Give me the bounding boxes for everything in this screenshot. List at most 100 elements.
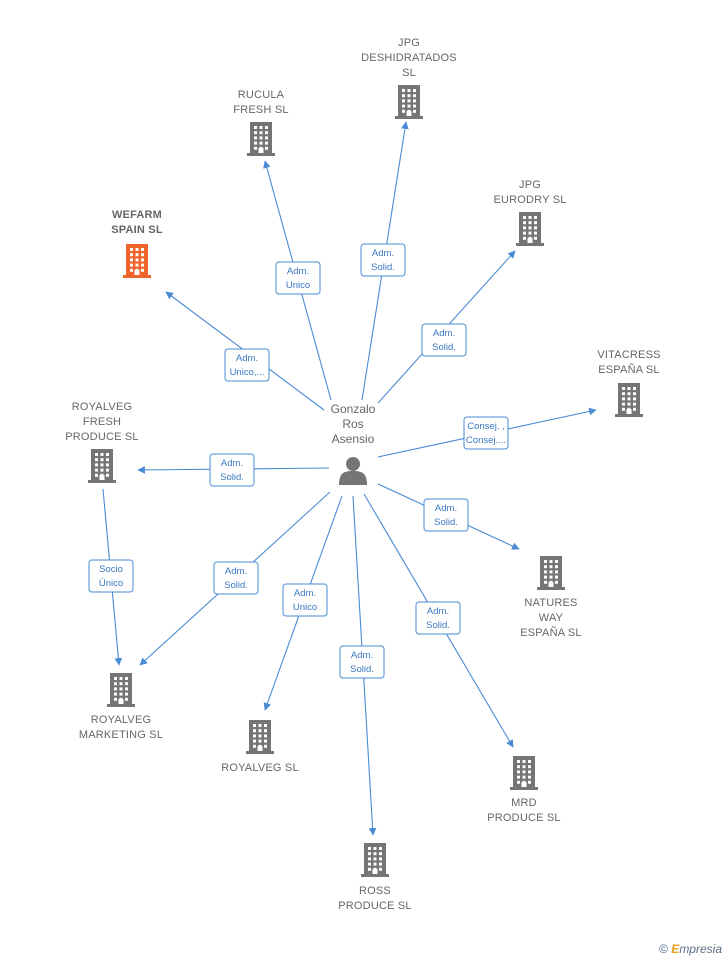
- person-label: Ros: [342, 417, 363, 431]
- company-node-royalveg-marketing[interactable]: ROYALVEG MARKETING SL: [79, 673, 163, 741]
- brand-initial: E: [671, 942, 680, 956]
- company-label: WEFARM: [112, 209, 162, 221]
- edge-label-text: Solid.: [434, 517, 458, 528]
- company-label: ROYALVEG: [91, 714, 152, 726]
- company-label: JPG: [398, 37, 420, 49]
- edge-label-text: Adm.: [372, 248, 394, 259]
- edge-label-text: Solid.: [224, 580, 248, 591]
- edge-label-text: Adm.: [225, 566, 247, 577]
- edge-label-text: Solid.: [220, 472, 244, 483]
- edge-label-text: Solid.: [432, 342, 456, 353]
- edge-label-box: [275, 261, 321, 295]
- company-node-ross[interactable]: ROSS PRODUCE SL: [338, 843, 412, 912]
- edge-label-box: [88, 559, 134, 593]
- company-node-wefarm[interactable]: WEFARM SPAIN SL: [111, 209, 163, 278]
- company-label: FRESH: [83, 416, 121, 428]
- edge-label-text: Solid.: [371, 262, 395, 273]
- edge-label-text: Consej. ,: [467, 421, 505, 432]
- edge-label-box: [463, 416, 509, 450]
- edge-label-box: [209, 453, 255, 487]
- edge-label-wefarm[interactable]: Adm. Unico,...: [224, 348, 270, 382]
- edge-label-box: [421, 323, 467, 357]
- edge-label-text: Adm.: [435, 503, 457, 514]
- building-icon: [107, 673, 135, 707]
- edge-label-jpg-eurodry[interactable]: Adm. Solid.: [421, 323, 467, 357]
- edge-label-ross[interactable]: Adm.Solid.: [339, 645, 385, 679]
- company-label: DESHIDRATADOS: [361, 52, 457, 64]
- edge-label-box: [339, 645, 385, 679]
- company-node-natures-way[interactable]: NATURES WAY ESPAÑA SL: [520, 556, 582, 639]
- edge-labels-layer: Adm.UnicoAdm.Solid.Adm.Solid.Adm.Unico,.…: [88, 243, 509, 679]
- company-node-royalveg-fresh[interactable]: ROYALVEG FRESH PRODUCE SL: [65, 401, 139, 483]
- edge-label-box: [415, 601, 461, 635]
- edge-label-text: Adm.: [236, 353, 258, 364]
- company-label: ROYALVEG SL: [221, 762, 299, 774]
- company-node-vitacress[interactable]: VITACRESS ESPAÑA SL: [597, 349, 660, 417]
- building-icon: [615, 383, 643, 417]
- edge-label-text: Unico: [286, 280, 310, 291]
- edge-label-rucula[interactable]: Adm. Unico: [275, 261, 321, 295]
- company-label: FRESH SL: [233, 104, 288, 116]
- edge-label-royalveg-marketing[interactable]: Adm. Solid.: [213, 561, 259, 595]
- edge-label-text: Socio: [99, 564, 123, 575]
- company-label: RUCULA: [238, 89, 285, 101]
- company-label: JPG: [519, 179, 541, 191]
- company-label: PRODUCE SL: [487, 812, 561, 824]
- company-node-mrd[interactable]: MRD PRODUCE SL: [487, 756, 561, 824]
- edge-label-box: [423, 498, 469, 532]
- building-icon: [361, 843, 389, 877]
- company-node-jpg-eurodry[interactable]: JPG EURODRY SL: [493, 179, 566, 246]
- company-label: ESPAÑA SL: [598, 363, 660, 376]
- company-label: PRODUCE SL: [338, 900, 412, 912]
- person-label: Gonzalo: [331, 402, 376, 416]
- building-icon: [88, 449, 116, 483]
- company-label: MRD: [511, 797, 537, 809]
- company-label: NATURES: [524, 597, 577, 609]
- company-label: SPAIN SL: [111, 224, 163, 236]
- edge-label-text: Solid.: [350, 664, 374, 675]
- company-node-rucula[interactable]: RUCULA FRESH SL: [233, 89, 289, 156]
- edge-label-text: Unico: [293, 602, 317, 613]
- building-icon: [516, 212, 544, 246]
- building-icon: [247, 122, 275, 156]
- edge-label-jpg-deshidratados[interactable]: Adm. Solid.: [360, 243, 406, 277]
- company-label: SL: [402, 67, 416, 79]
- brand-name: mpresia: [679, 942, 722, 956]
- edge-label-text: Adm.: [287, 266, 309, 277]
- edge-label-text: Adm.: [294, 588, 316, 599]
- building-icon: [510, 756, 538, 790]
- edge-label-box: [224, 348, 270, 382]
- building-icon: [395, 85, 423, 119]
- edge-label-text: Adm.: [433, 328, 455, 339]
- edge-label-box: [213, 561, 259, 595]
- building-icon: [246, 720, 274, 754]
- building-icon: [123, 244, 151, 278]
- company-label: VITACRESS: [597, 349, 660, 361]
- company-label: WAY: [539, 612, 564, 624]
- company-label: ROSS: [359, 885, 391, 897]
- edge-label-natures-way[interactable]: Adm. Solid.: [423, 498, 469, 532]
- edge-label-vitacress[interactable]: Consej. ,Consej....: [463, 416, 509, 450]
- edge-label-mrd[interactable]: Adm.Solid.: [415, 601, 461, 635]
- edge-label-box: [282, 583, 328, 617]
- edge-label-royalveg[interactable]: Adm. Unico: [282, 583, 328, 617]
- edge-label-text: Adm.: [221, 458, 243, 469]
- company-node-jpg-deshidratados[interactable]: JPG DESHIDRATADOS SL: [361, 37, 457, 119]
- company-label: ESPAÑA SL: [520, 626, 582, 639]
- company-label: PRODUCE SL: [65, 431, 139, 443]
- company-label: MARKETING SL: [79, 729, 163, 741]
- edge-label-text: Solid.: [426, 620, 450, 631]
- edge-label-text: Unico,...: [230, 367, 265, 378]
- company-label: ROYALVEG: [72, 401, 133, 413]
- company-label: EURODRY SL: [493, 194, 566, 206]
- edge-label-box: [360, 243, 406, 277]
- footer-brand[interactable]: © Empresia: [659, 942, 722, 956]
- edge-label-royalveg-fresh[interactable]: Adm. Solid.: [209, 453, 255, 487]
- edge-label-text: Único: [99, 578, 123, 589]
- person-icon: [339, 457, 367, 485]
- company-node-royalveg[interactable]: ROYALVEG SL: [221, 720, 299, 774]
- nodes-layer: RUCULA FRESH SL JPG DESHIDRATADOS SL JPG EUROD…: [65, 37, 660, 912]
